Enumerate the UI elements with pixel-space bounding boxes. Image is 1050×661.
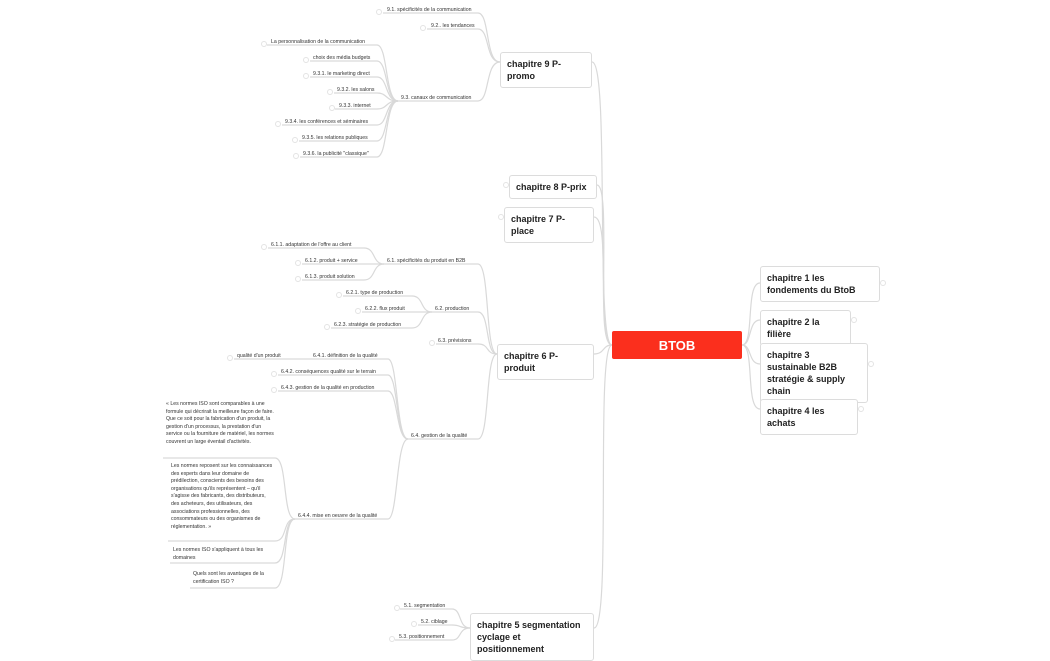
topic-9-3-item[interactable]: 9.3.3. internet bbox=[339, 103, 371, 109]
collapse-handle[interactable] bbox=[329, 105, 335, 111]
chapitre-9-label: chapitre 9 P-promo bbox=[507, 59, 562, 81]
collapse-handle[interactable] bbox=[880, 280, 886, 286]
collapse-handle[interactable] bbox=[376, 9, 382, 15]
collapse-handle[interactable] bbox=[394, 605, 400, 611]
topic-6-4-2[interactable]: 6.4.2. conséquences qualité sur le terra… bbox=[281, 369, 376, 375]
topic-6-2-item[interactable]: 6.2.1. type de production bbox=[346, 290, 404, 296]
collapse-handle[interactable] bbox=[261, 41, 267, 47]
collapse-handle[interactable] bbox=[261, 244, 267, 250]
collapse-handle[interactable] bbox=[293, 153, 299, 159]
topic-9-3[interactable]: 9.3. canaux de communication bbox=[401, 95, 472, 101]
collapse-handle[interactable] bbox=[389, 636, 395, 642]
root-node[interactable]: BTOB bbox=[612, 331, 742, 359]
topic-6-1[interactable]: 6.1. spécificités du produit en B2B bbox=[387, 258, 466, 264]
node-chapitre-1[interactable]: chapitre 1 les fondements du BtoB bbox=[760, 266, 880, 302]
collapse-handle[interactable] bbox=[355, 308, 361, 314]
topic-9-3-item[interactable]: choix des média budgets bbox=[313, 55, 371, 61]
collapse-handle[interactable] bbox=[295, 276, 301, 282]
topic-9-3-item[interactable]: 9.3.1. le marketing direct bbox=[313, 71, 370, 77]
collapse-handle[interactable] bbox=[303, 57, 309, 63]
collapse-handle[interactable] bbox=[503, 182, 509, 188]
node-chapitre-8[interactable]: chapitre 8 P-prix bbox=[509, 175, 597, 199]
topic-6-3[interactable]: 6.3. prévisions bbox=[438, 338, 472, 344]
chapitre-6-label: chapitre 6 P-produit bbox=[504, 351, 559, 373]
collapse-handle[interactable] bbox=[498, 214, 504, 220]
chapitre-8-label: chapitre 8 P-prix bbox=[516, 182, 587, 192]
collapse-handle[interactable] bbox=[271, 371, 277, 377]
chapitre-4-label: chapitre 4 les achats bbox=[767, 406, 825, 428]
topic-9-3-item[interactable]: La personnalisation de la communication bbox=[271, 39, 366, 45]
topic-6-1-item[interactable]: 6.1.3. produit solution bbox=[305, 274, 355, 280]
topic-6-4-1[interactable]: 6.4.1. définition de la qualité bbox=[313, 353, 378, 359]
chapitre-5-label: chapitre 5 segmentation cyclage et posit… bbox=[477, 620, 581, 654]
iso-note-4[interactable]: Quels sont les avantages de la certifica… bbox=[193, 571, 264, 585]
root-label: BTOB bbox=[658, 337, 696, 353]
iso-note-1[interactable]: « Les normes ISO sont comparables à une … bbox=[166, 401, 274, 445]
iso-note-2[interactable]: Les normes reposent sur les connaissance… bbox=[171, 463, 273, 530]
topic-6-2[interactable]: 6.2. production bbox=[435, 306, 470, 312]
chapitre-1-label: chapitre 1 les fondements du BtoB bbox=[767, 273, 856, 295]
collapse-handle[interactable] bbox=[275, 121, 281, 127]
collapse-handle[interactable] bbox=[411, 621, 417, 627]
topic-5-2[interactable]: 5.2. ciblage bbox=[421, 619, 448, 625]
topic-6-4-3[interactable]: 6.4.3. gestion de la qualité en producti… bbox=[281, 385, 375, 391]
topic-9-3-item[interactable]: 9.3.4. les conférences et séminaires bbox=[285, 119, 369, 125]
collapse-handle[interactable] bbox=[292, 137, 298, 143]
collapse-handle[interactable] bbox=[227, 355, 233, 361]
collapse-handle[interactable] bbox=[271, 387, 277, 393]
topic-6-4-4[interactable]: 6.4.4. mise en oeuvre de la qualité bbox=[298, 513, 378, 519]
node-chapitre-2[interactable]: chapitre 2 la filière bbox=[760, 310, 851, 346]
collapse-handle[interactable] bbox=[851, 317, 857, 323]
node-chapitre-3[interactable]: chapitre 3 sustainable B2B stratégie & s… bbox=[760, 343, 868, 403]
topic-9-3-item[interactable]: 9.3.6. la publicité "classique" bbox=[303, 151, 369, 157]
topic-6-1-item[interactable]: 6.1.2. produit + service bbox=[305, 258, 358, 264]
topic-5-1[interactable]: 5.1. segmentation bbox=[404, 603, 446, 609]
chapitre-7-label: chapitre 7 P-place bbox=[511, 214, 566, 236]
node-chapitre-4[interactable]: chapitre 4 les achats bbox=[760, 399, 858, 435]
node-chapitre-5[interactable]: chapitre 5 segmentation cyclage et posit… bbox=[470, 613, 594, 661]
chapitre-3-label: chapitre 3 sustainable B2B stratégie & s… bbox=[767, 350, 846, 396]
collapse-handle[interactable] bbox=[429, 340, 435, 346]
topic-9-2[interactable]: 9.2.. les tendances bbox=[431, 23, 475, 29]
topic-9-3-item[interactable]: 9.3.2. les salons bbox=[337, 87, 375, 93]
collapse-handle[interactable] bbox=[858, 406, 864, 412]
collapse-handle[interactable] bbox=[303, 73, 309, 79]
topic-6-4-1-item[interactable]: qualité d'un produit bbox=[237, 353, 281, 359]
collapse-handle[interactable] bbox=[336, 292, 342, 298]
collapse-handle[interactable] bbox=[327, 89, 333, 95]
collapse-handle[interactable] bbox=[295, 260, 301, 266]
topic-9-1[interactable]: 9.1. spécificités de la communication bbox=[387, 7, 472, 13]
node-chapitre-9[interactable]: chapitre 9 P-promo bbox=[500, 52, 592, 88]
topic-6-2-item[interactable]: 6.2.3. stratégie de production bbox=[334, 322, 402, 328]
iso-note-3[interactable]: Les normes ISO s'appliquent à tous les d… bbox=[173, 547, 264, 561]
topic-6-2-item[interactable]: 6.2.2. flux produit bbox=[365, 306, 405, 312]
collapse-handle[interactable] bbox=[868, 361, 874, 367]
node-chapitre-7[interactable]: chapitre 7 P-place bbox=[504, 207, 594, 243]
chapitre-2-label: chapitre 2 la filière bbox=[767, 317, 820, 339]
topic-9-3-item[interactable]: 9.3.5. les relations publiques bbox=[302, 135, 368, 141]
collapse-handle[interactable] bbox=[324, 324, 330, 330]
node-chapitre-6[interactable]: chapitre 6 P-produit bbox=[497, 344, 594, 380]
topic-6-4[interactable]: 6.4. gestion de la qualité bbox=[411, 433, 468, 439]
collapse-handle[interactable] bbox=[420, 25, 426, 31]
topic-6-1-item[interactable]: 6.1.1. adaptation de l'offre au client bbox=[271, 242, 352, 248]
topic-5-3[interactable]: 5.3. positionnement bbox=[399, 634, 445, 640]
